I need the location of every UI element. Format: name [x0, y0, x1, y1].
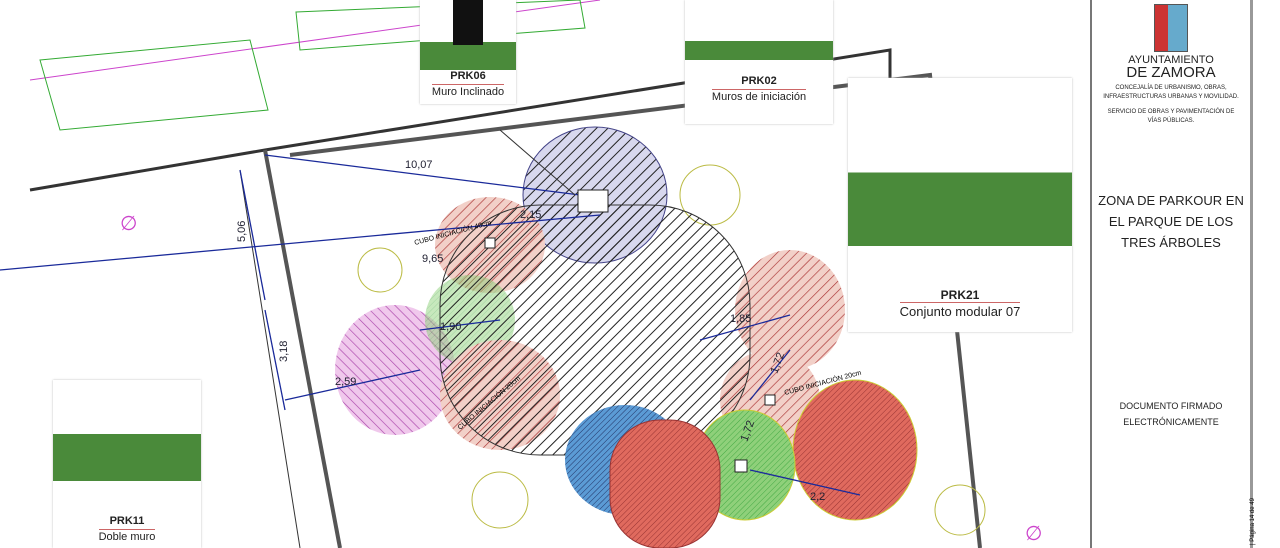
equipment-card-prk06: PRK06 Muro Inclinado — [420, 0, 516, 104]
card-name: Conjunto modular 07 — [899, 302, 1021, 319]
service: SERVICIO DE OBRAS Y PAVIMENTACIÓN DE VÍA… — [1107, 109, 1235, 124]
dim-label: 3,18 — [278, 341, 290, 362]
card-name: Doble muro — [98, 529, 156, 543]
site-plan: ∅ ∅ 10,07 5,06 3,18 9,65 2,15 1,90 2,59 … — [0, 0, 1042, 548]
signature-note: DOCUMENTO FIRMADO ELECTRÓNICAMENTE — [1119, 401, 1223, 427]
page-number: | Página 14 de 49 — [1250, 498, 1256, 545]
card-code: PRK06 — [450, 70, 486, 82]
org-name: AYUNTAMIENTO — [1128, 54, 1214, 66]
dim-label: 2,59 — [335, 376, 356, 388]
equipment-card-prk11: PRK11 Doble muro — [53, 380, 201, 548]
dim-label: 5,06 — [236, 221, 248, 242]
dim-label: 2,15 — [520, 209, 541, 221]
card-name: Muro Inclinado — [431, 84, 505, 98]
department: CONCEJALÍA DE URBANISMO, OBRAS, INFRAEST… — [1103, 85, 1239, 100]
title-block: AYUNTAMIENTO DE ZAMORA CONCEJALÍA DE URB… — [1090, 0, 1253, 548]
svg-text:∅: ∅ — [120, 213, 137, 235]
equipment-card-prk21: PRK21 Conjunto modular 07 — [848, 78, 1072, 332]
org-name-2: DE ZAMORA — [1126, 64, 1216, 81]
dim-label: 1,90 — [440, 321, 461, 333]
dim-label: 10,07 — [405, 159, 433, 171]
project-title: ZONA DE PARKOUR EN EL PARQUE DE LOS TRES… — [1098, 193, 1244, 250]
dim-label: 9,65 — [422, 253, 443, 265]
card-code: PRK21 — [940, 288, 980, 302]
dim-label: 1,85 — [730, 313, 751, 325]
equipment-card-prk02: PRK02 Muros de iniciación — [685, 0, 833, 124]
card-name: Muros de iniciación — [711, 89, 807, 103]
svg-text:∅: ∅ — [1025, 523, 1042, 545]
card-code: PRK11 — [109, 515, 145, 527]
coat-of-arms-logo — [1154, 4, 1188, 52]
card-code: PRK02 — [741, 75, 777, 87]
dim-label: 2,2 — [810, 491, 825, 503]
